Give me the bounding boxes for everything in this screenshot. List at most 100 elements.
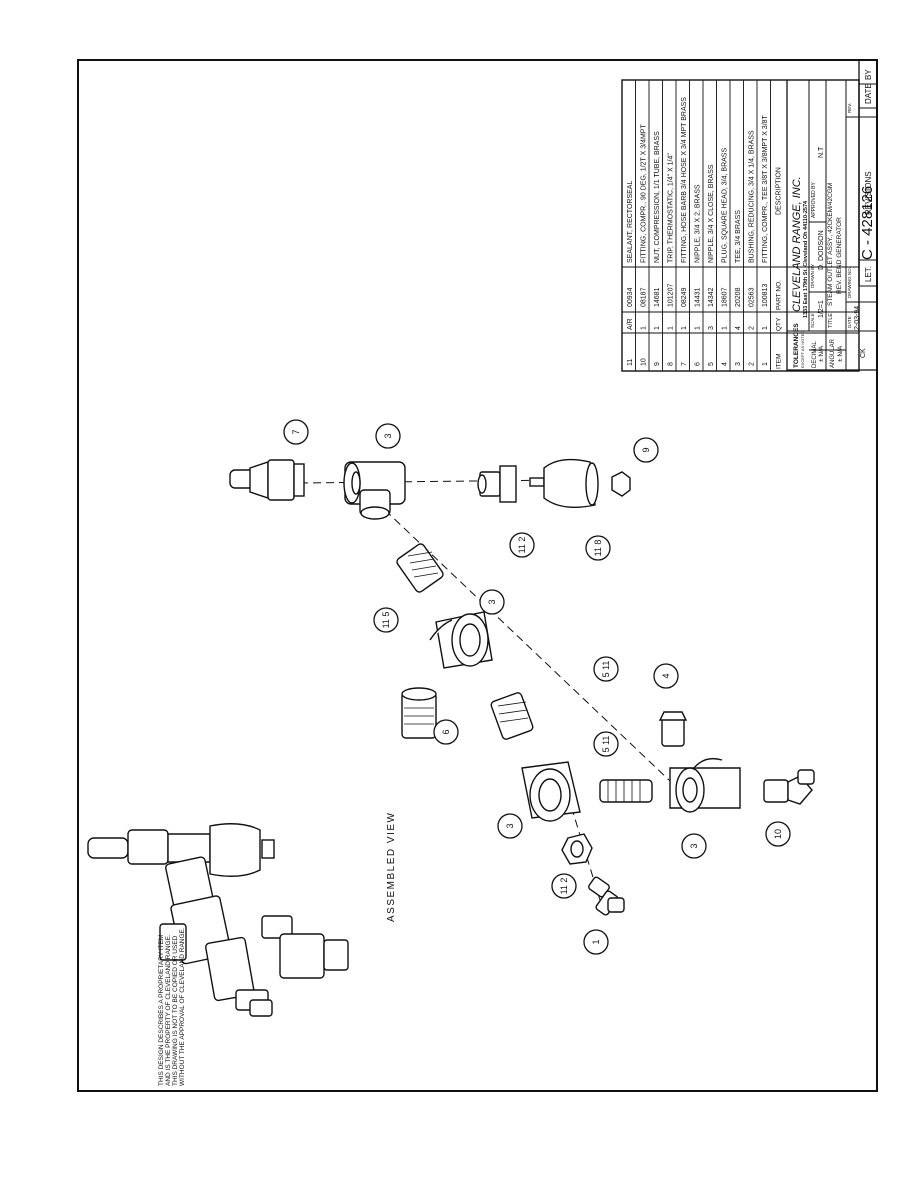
title-line1: STEAM OUTLET ASSY., 42CKEM/42CGM [827, 183, 834, 306]
balloon-label: 3 [487, 599, 497, 604]
drawing-number: C - 428126 [859, 186, 876, 260]
balloon-item-11-5: 11 5 [373, 607, 399, 633]
rev-title-label: REVISIONS [864, 171, 873, 215]
proprietary-notice: THIS DESIGN DESCRIBES A PROPRIETARY ITEM… [158, 927, 186, 1086]
balloon-label: 6 [441, 729, 451, 734]
part-nipple-3 [490, 692, 534, 740]
parts-qty: 1 [722, 326, 729, 330]
parts-item-number: 3 [735, 362, 742, 366]
date-label: DATE [847, 316, 852, 328]
balloon-item-5-11: 5 11 [593, 656, 619, 682]
company-address: 1333 East 179th St. Cleveland Oh 44110-2… [803, 200, 809, 318]
parts-part-number: 14342 [708, 287, 715, 307]
balloon-label: 5 11 [601, 661, 611, 678]
part-nipple-1 [396, 543, 444, 593]
part-tee-lower-right [669, 757, 741, 813]
parts-item-number: 7 [681, 362, 688, 366]
part-nut [611, 471, 631, 497]
drawing-no-label: DRAWING NO. [847, 267, 852, 298]
tolerances-label: TOLERANCES [793, 323, 800, 368]
part-thermostatic-trip [529, 458, 599, 508]
balloon-label: 3 [505, 823, 515, 828]
parts-qty: 1 [681, 326, 688, 330]
assembled-view-label: ASSEMBLED VIEW [386, 812, 397, 922]
balloon-label: 11 8 [593, 540, 603, 557]
parts-part-number: 00934 [627, 287, 634, 307]
parts-qty: 1 [762, 326, 769, 330]
parts-item-number: 6 [695, 362, 702, 366]
balloon-item-4: 4 [653, 663, 679, 689]
part-tee-middle [429, 611, 493, 669]
parts-qty: 4 [735, 326, 742, 330]
angular-label: ANGULAR [830, 338, 836, 368]
parts-qty: A/R [627, 318, 634, 330]
drawing-border [77, 59, 878, 1092]
parts-description: NIPPLE, 3/4 X CLOSE, BRASS [708, 164, 715, 263]
parts-item-number: 11 [627, 359, 634, 366]
date-value: 2-03-94 [854, 306, 861, 330]
title-block: TOLERANCES EXCEPT AS NOTED DECIMAL ± N/A… [786, 80, 877, 371]
proprietary-line-4: WITHOUT THE APPROVAL OF CLEVELAND RANGE. [179, 927, 186, 1086]
part-nipple-2 [401, 687, 437, 739]
decimal-label: DECIMAL [812, 341, 818, 368]
balloon-label: 3 [689, 843, 699, 848]
parts-item-number: 10 [641, 358, 648, 366]
balloon-label: 4 [661, 673, 671, 678]
part-elbow-fitting [763, 769, 815, 805]
balloon-label: 10 [773, 829, 783, 839]
rev-by-label: BY [864, 69, 873, 80]
parts-item-number: 4 [722, 362, 729, 366]
header-qty: QTY [776, 317, 783, 331]
part-tee-top [343, 461, 406, 520]
parts-part-number: 100813 [762, 284, 769, 307]
parts-item-number: 1 [762, 362, 769, 366]
parts-description: NUT, COMPRESSION, 1/1 TUBE, BRASS [654, 131, 661, 263]
company-name: CLEVELAND RANGE, INC. [791, 176, 803, 312]
drawn-value: D. DODSON [818, 230, 825, 270]
parts-qty: 1 [695, 326, 702, 330]
balloon-item-7: 7 [283, 419, 309, 445]
parts-part-number: 02563 [749, 287, 756, 307]
parts-qty: 2 [749, 326, 756, 330]
parts-part-number: 20208 [735, 287, 742, 307]
parts-description: PLUG, SQUARE HEAD, 3/4, BRASS [722, 148, 729, 263]
parts-description: FITTING, HOSE BARB 3/4 HOSE X 3/4 MPT BR… [681, 97, 688, 263]
parts-part-number: 14431 [695, 287, 702, 307]
part-hose-barb [229, 459, 305, 501]
balloon-item-3: 3 [681, 833, 707, 859]
parts-description: FITTING, COMPR., 90 DEG, 1/2T X 3/4MPT [641, 124, 648, 263]
rev-date-label: DATE [864, 83, 873, 104]
parts-description: BUSHING, REDUCING, 3/4 X 1/4, BRASS [749, 130, 756, 263]
assembled-view-sketch [87, 823, 349, 1017]
parts-description: FITTING, COMPR., TEE 3/8T X 3/8MPT X 3/8… [762, 114, 769, 263]
balloon-item-11-2: 11 2 [551, 873, 577, 899]
part-compression-tee [588, 876, 625, 916]
drawn-label: DRAWN BY [810, 264, 815, 288]
balloon-item-10: 10 [765, 821, 791, 847]
title-line2: REV. BEND GENERATOR [836, 217, 843, 294]
balloon-item-1: 1 [583, 929, 609, 955]
parts-part-number: 101207 [668, 284, 675, 307]
parts-description: TEE, 3/4 BRASS [735, 210, 742, 263]
title-label: TITLE [828, 313, 834, 328]
header-description: DESCRIPTION [776, 167, 783, 215]
parts-description: NIPPLE, 3/4 X 2, BRASS [695, 184, 702, 263]
parts-description: SEALANT, RECTORSEAL [627, 181, 634, 263]
balloon-item-3: 3 [479, 589, 505, 615]
balloon-label: 11 2 [559, 878, 569, 895]
approved-label: APPROVED BY [811, 181, 817, 218]
ck-label: CK [860, 348, 867, 358]
balloon-label: 1 [591, 939, 601, 944]
proprietary-line-1: THIS DESIGN DESCRIBES A PROPRIETARY ITEM [158, 935, 165, 1086]
balloon-label: 5 11 [601, 736, 611, 753]
tolerances-note: EXCEPT AS NOTED [800, 331, 805, 368]
scale-label: SCALE [810, 313, 815, 328]
decimal-value: ± N/A [818, 345, 825, 362]
balloon-label: 11 5 [381, 612, 391, 629]
part-nipple-4 [599, 779, 653, 803]
proprietary-line-2: AND IS THE PROPERTY OF CLEVELAND RANGE. [165, 934, 172, 1086]
proprietary-line-3: THIS DRAWING IS NOT TO BE COPIED OR USED [172, 935, 179, 1086]
parts-part-number: 14681 [654, 287, 661, 307]
